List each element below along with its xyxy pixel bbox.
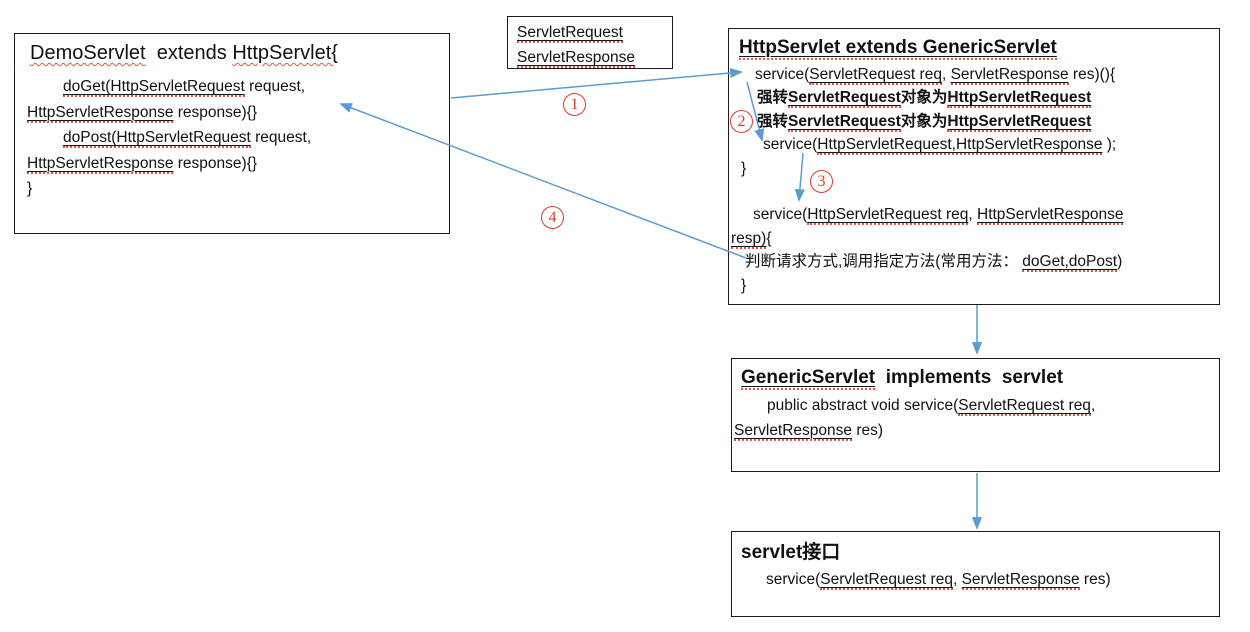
- code-line: service(HttpServletRequest req, HttpServ…: [753, 206, 1124, 226]
- code-line: service(ServletRequest req, ServletRespo…: [755, 66, 1116, 85]
- step-number-4: 4: [541, 206, 564, 229]
- httpservlet-box: HttpServlet extends GenericServlet servi…: [728, 28, 1220, 305]
- code-line: service(HttpServletRequest,HttpServletRe…: [763, 136, 1117, 156]
- code-line: doGet(HttpServletRequest request,: [63, 78, 306, 97]
- code-line: 判断请求方式,调用指定方法(常用方法： doGet,doPost): [745, 253, 1123, 273]
- code-line-spacer: [729, 180, 1219, 203]
- code-line: ServletRequest: [517, 24, 623, 43]
- code-line: doPost(HttpServletRequest request,: [63, 129, 312, 148]
- code-line: }: [741, 276, 747, 294]
- request-response-params-box: ServletRequest ServletResponse: [507, 16, 673, 69]
- code-line: resp){: [731, 229, 772, 249]
- genericservlet-box: GenericServlet implements servlet public…: [731, 358, 1220, 472]
- code-line: HttpServletResponse response){}: [27, 103, 258, 123]
- demoservlet-title: DemoServlet extends HttpServlet{: [30, 42, 338, 64]
- code-line: service(ServletRequest req, ServletRespo…: [766, 571, 1111, 590]
- code-line: public abstract void service(ServletRequ…: [767, 397, 1096, 416]
- servlet-interface-box: servlet接口 service(ServletRequest req, Se…: [731, 531, 1220, 617]
- code-line: }: [741, 159, 747, 177]
- demoservlet-box: DemoServlet extends HttpServlet{ doGet(H…: [14, 33, 450, 234]
- genericservlet-title: GenericServlet implements servlet: [741, 367, 1064, 390]
- step-number-2: 2: [730, 110, 753, 133]
- code-line: HttpServletResponse response){}: [27, 154, 258, 174]
- step-number-3: 3: [810, 170, 833, 193]
- servlet-interface-title: servlet接口: [741, 542, 841, 563]
- step-number-1: 1: [563, 93, 586, 116]
- code-line: 强转ServletRequest对象为HttpServletRequest: [757, 112, 1092, 132]
- arrow-step1-demo-to-http: [450, 67, 743, 99]
- code-line: 强转ServletRequest对象为HttpServletRequest: [757, 89, 1092, 109]
- httpservlet-title: HttpServlet extends GenericServlet: [739, 37, 1057, 60]
- code-line: ServletResponse res): [734, 421, 884, 441]
- code-line: }: [27, 180, 33, 197]
- code-line: ServletResponse: [517, 49, 636, 68]
